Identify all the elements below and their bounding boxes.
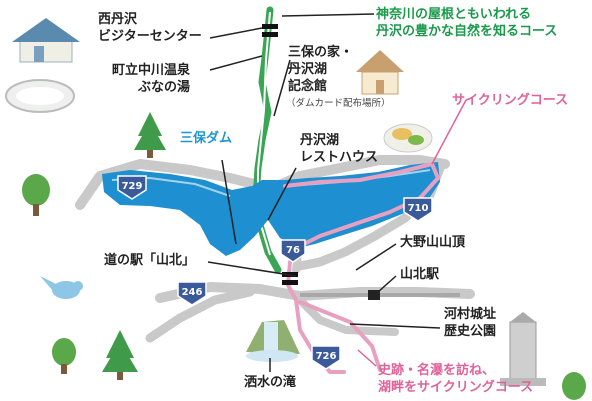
label-shasui-falls[interactable]: 洒水の滝 (244, 375, 297, 390)
road-lake-east (263, 155, 450, 195)
label-visitor-center[interactable]: 西丹沢 ビジターセンター (98, 11, 202, 45)
leader-visitor-center (209, 27, 263, 39)
route-shield-76: 76 (280, 239, 306, 263)
label-onsen-line2: ぶなの湯 (138, 80, 191, 95)
route-shield-726: 726 (311, 345, 341, 370)
label-rest-house-line1: 丹沢湖 (300, 133, 340, 148)
visitor-center-icon (12, 18, 80, 63)
label-onsen[interactable]: 町立中川温泉 ぶなの湯 (112, 62, 190, 96)
leader-rest-house (267, 167, 297, 221)
label-historic-course-line2: 湖畔をサイクリングコース (378, 380, 534, 395)
label-green-course-line1: 神奈川の屋根ともいわれる (376, 7, 532, 22)
dam-marker-north (262, 24, 278, 37)
route-label-729: 729 (122, 181, 143, 192)
road-southwest (145, 287, 255, 343)
route-shield-246: 246 (177, 281, 207, 306)
tree-icon-5 (562, 372, 586, 400)
leader-green-course (281, 13, 375, 17)
route-label-246: 246 (182, 287, 203, 298)
label-historic-course[interactable]: 史跡・名瀑を訪ね、 湖畔をサイクリングコース (378, 362, 533, 396)
label-kawamura-castle-line1: 河村城址 (444, 307, 497, 322)
leader-kawamura-castle (349, 323, 441, 329)
label-kawamura-castle-line2: 歴史公園 (444, 324, 497, 339)
castle-monument-icon (500, 312, 546, 386)
label-onsen-line1: 町立中川温泉 (112, 63, 191, 78)
label-yamakita-station[interactable]: 山北駅 (400, 267, 440, 282)
tree-icon-2 (22, 174, 50, 216)
label-miho-house-line2: 丹沢湖 (288, 62, 328, 77)
label-miho-house[interactable]: 三保の家・ 丹沢湖 記念館 (288, 44, 353, 95)
label-rest-house[interactable]: 丹沢湖 レストハウス (300, 132, 378, 166)
leader-lines (207, 13, 467, 372)
onsen-pond-icon (5, 79, 75, 113)
label-miho-dam[interactable]: 三保ダム (180, 131, 233, 146)
leader-mount-ono (355, 243, 397, 271)
route-label-76: 76 (286, 245, 300, 256)
road-southeast (296, 296, 399, 336)
rest-house-food-icon (383, 123, 433, 153)
leader-onsen (209, 55, 263, 71)
label-miho-house-line1: 三保の家・ (288, 45, 354, 60)
label-historic-course-line1: 史跡・名瀑を訪ね、 (378, 363, 496, 378)
label-miho-house-line3: 記念館 (288, 79, 328, 94)
leader-yamakita-station (377, 275, 397, 293)
leader-michinoeki (207, 261, 297, 277)
tree-icon-1 (134, 112, 166, 158)
leader-historic-course (357, 349, 377, 367)
route-label-726: 726 (316, 351, 337, 362)
pink-route-south (286, 283, 382, 374)
tree-icon-3 (52, 338, 76, 374)
station-marker (368, 290, 380, 300)
tree-icon-4 (102, 330, 138, 380)
label-green-course-line2: 丹沢の豊かな自然を知るコース (376, 24, 558, 39)
road-north-west (75, 159, 267, 210)
route-shield-729: 729 (117, 175, 147, 200)
leader-miho-house (273, 59, 291, 117)
label-rest-house-line2: レストハウス (300, 150, 379, 165)
label-green-course[interactable]: 神奈川の屋根ともいわれる 丹沢の豊かな自然を知るコース (376, 6, 557, 40)
label-mount-ono[interactable]: 大野山山頂 (400, 235, 466, 250)
label-michinoeki[interactable]: 道の駅「山北」 (104, 253, 196, 268)
route-label-710: 710 (408, 203, 429, 214)
label-dam-card: （ダムカード配布場所） (286, 98, 391, 109)
lake-tanzawa (102, 162, 440, 256)
miho-house-icon (356, 50, 404, 95)
label-kawamura-castle[interactable]: 河村城址 歴史公園 (444, 306, 496, 340)
label-visitor-center-line2: ビジターセンター (98, 29, 202, 44)
shasui-falls-icon (246, 320, 300, 362)
leader-cycling-course (431, 99, 467, 165)
label-cycling-course[interactable]: サイクリングコース (452, 93, 569, 108)
leader-miho-dam (221, 159, 237, 245)
route-shield-710: 710 (403, 197, 433, 222)
label-visitor-center-line1: 西丹沢 (98, 12, 138, 27)
bird-icon (40, 276, 83, 299)
